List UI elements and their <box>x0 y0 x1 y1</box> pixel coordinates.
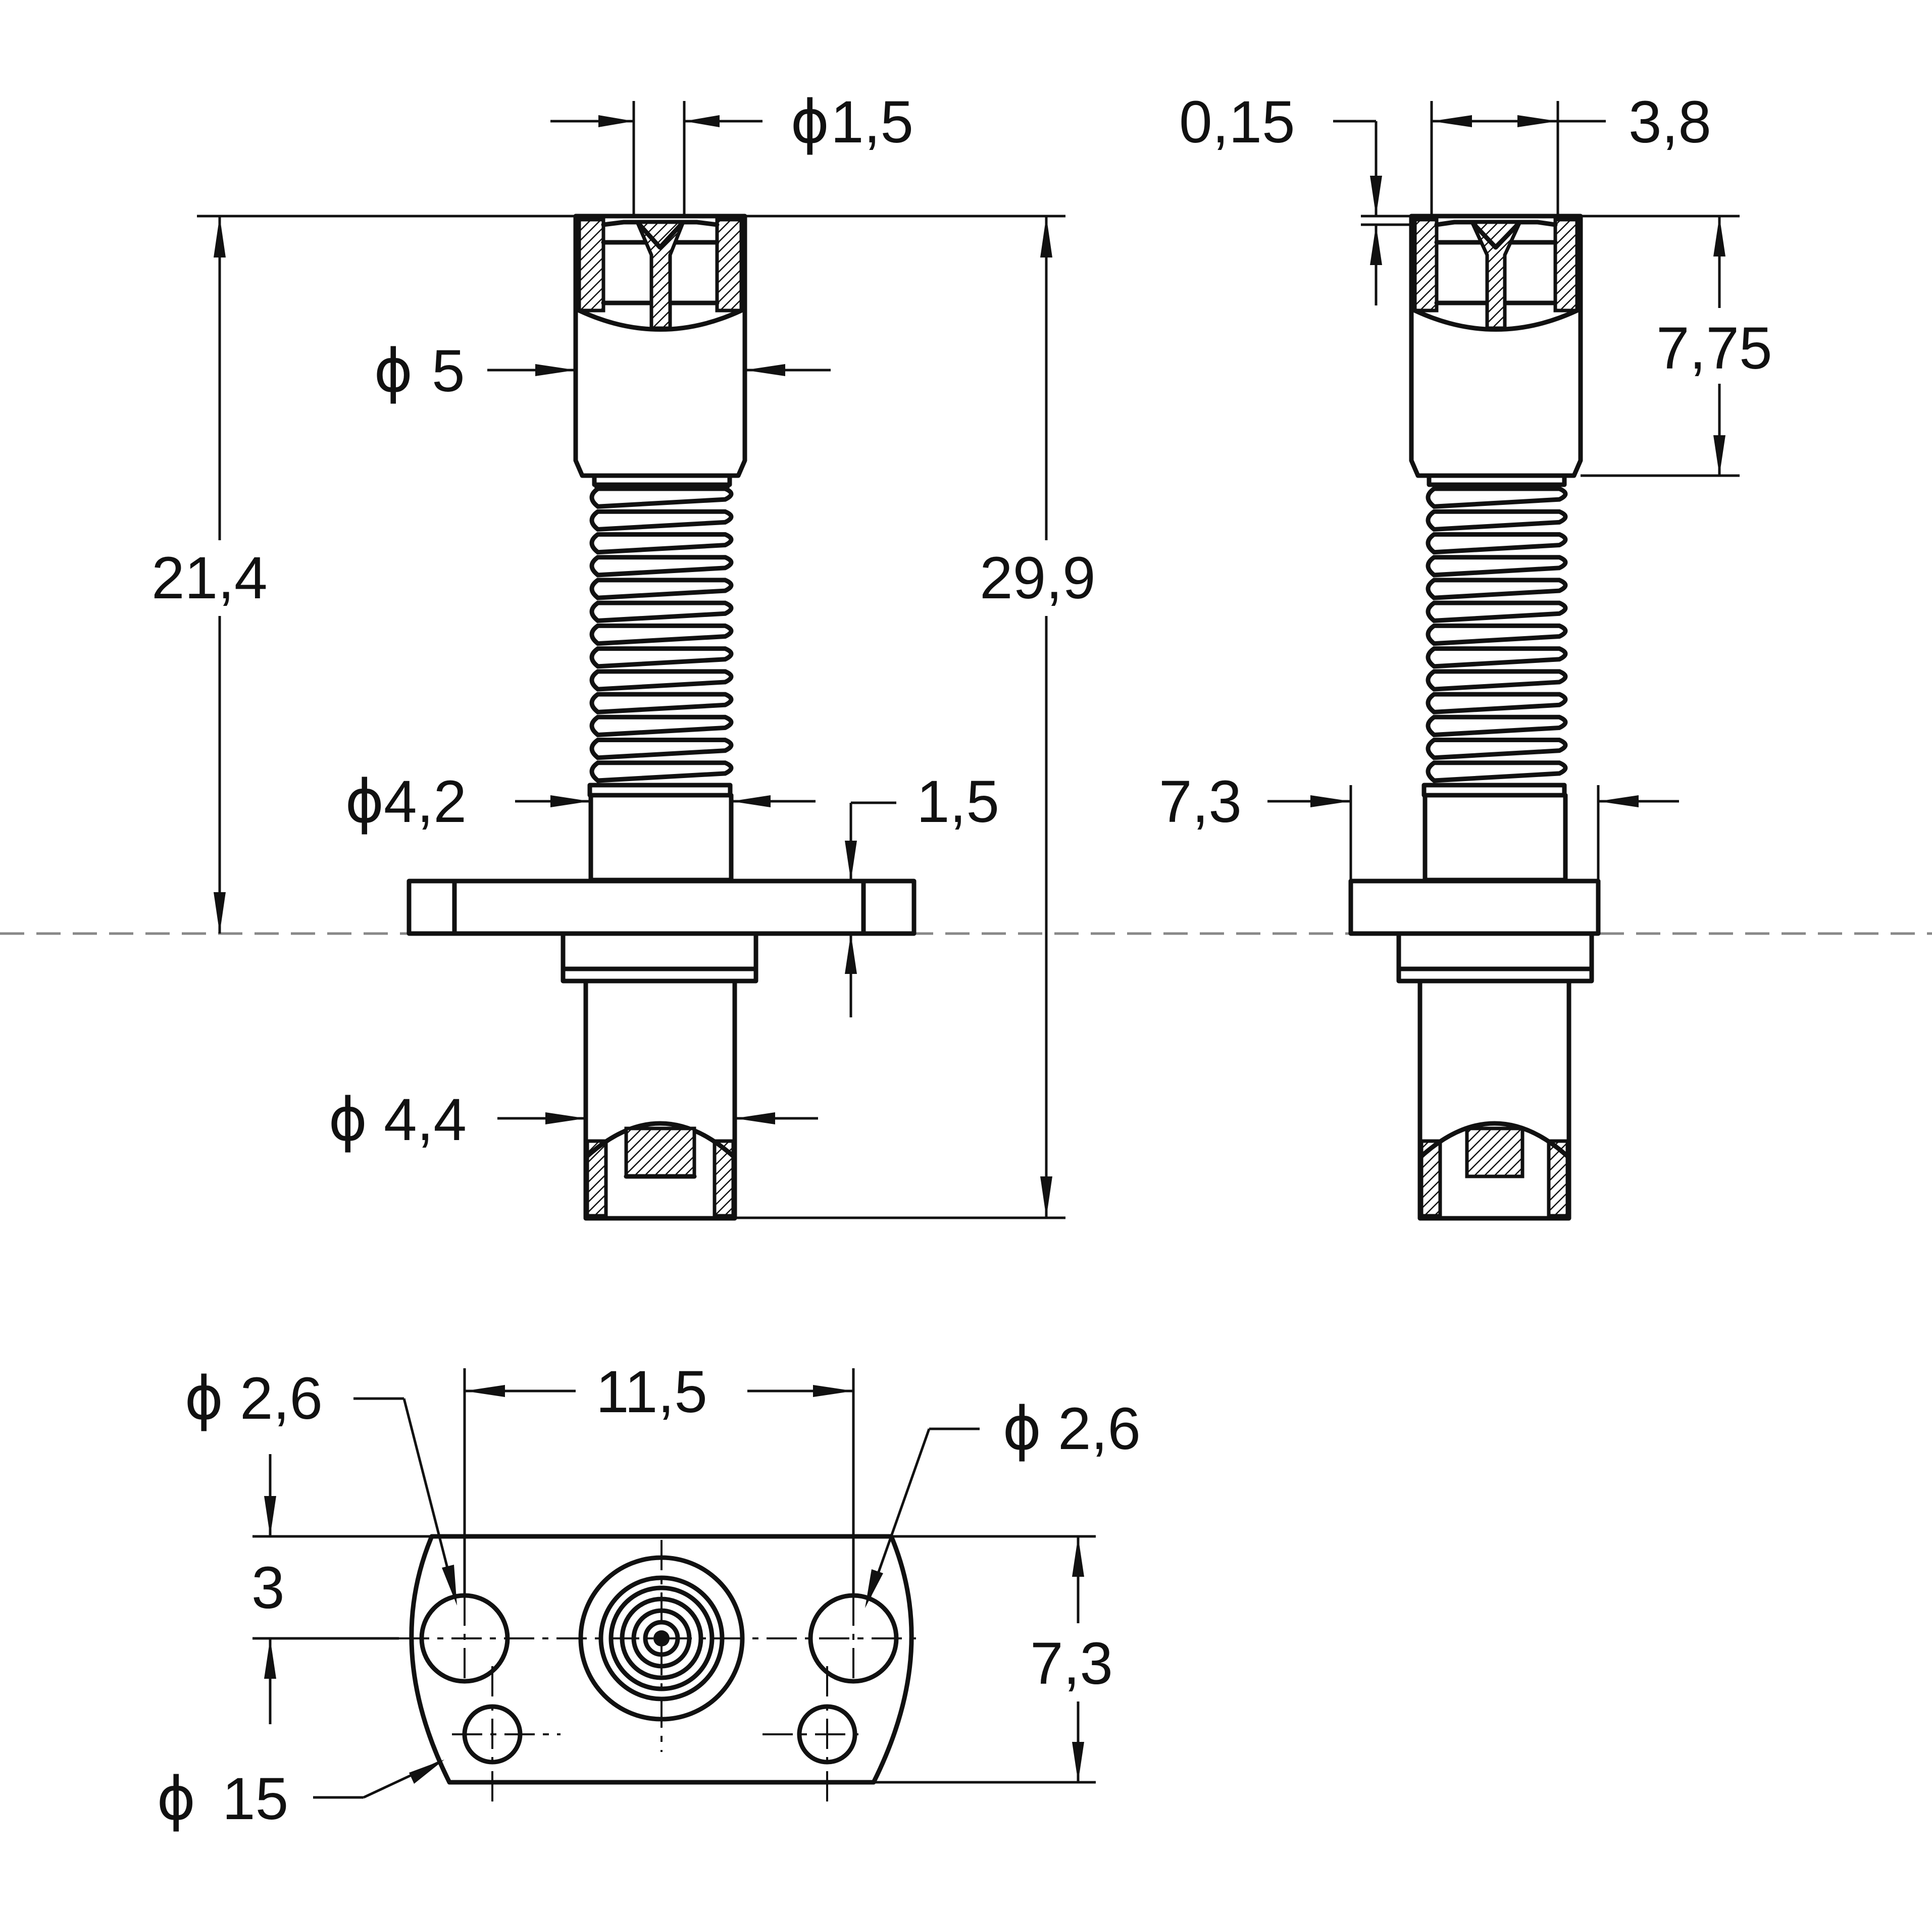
front-spring-coil <box>589 578 734 600</box>
front-spring-coil <box>589 623 734 646</box>
front-plunger-tip <box>634 220 686 330</box>
front-spring-coil <box>589 669 734 692</box>
dim-total-length: 29,9 <box>980 545 1096 611</box>
side-spring-coil <box>1426 555 1568 578</box>
front-view <box>406 214 917 1221</box>
front-flange <box>406 879 917 936</box>
dim-height-to-flange: 21,4 <box>151 545 268 611</box>
side-spring <box>1427 473 1567 487</box>
front-head-wall-left <box>577 218 605 313</box>
pin-left <box>462 1704 523 1765</box>
dim-tip-diameter: 1,5 <box>831 89 913 156</box>
side-spring-coil <box>1426 600 1568 623</box>
front-neck-body <box>588 793 734 883</box>
front-barrel-wall-right <box>713 1139 735 1218</box>
front-spring-coil <box>589 646 734 669</box>
front-dimensions: ϕ 1,5 21,4 29,9 ϕ 5 ϕ 4,2 <box>146 87 1116 1219</box>
dim-hole-spacing: 11,5 <box>596 1359 707 1425</box>
side-contact <box>1465 1126 1524 1178</box>
pin-right <box>797 1704 857 1765</box>
dim-flange-width: 7,3 <box>1159 768 1242 835</box>
side-neck-body <box>1422 793 1568 883</box>
front-barrel-curve <box>585 1121 736 1159</box>
dim-hole-offset: 3 <box>251 1555 285 1621</box>
dim-plate-arc-symbol: ϕ <box>157 1764 196 1833</box>
side-barrel <box>1417 978 1571 1221</box>
dim-neck-diameter: 4,2 <box>384 768 467 835</box>
dim-hole-right-diameter: 2,6 <box>1058 1396 1141 1462</box>
dim-neck-diameter-symbol: ϕ <box>345 766 384 836</box>
front-spring-coil <box>589 600 734 623</box>
side-spring-coil <box>1426 578 1568 600</box>
side-head-wall-left <box>1413 218 1439 313</box>
dim-hole-left-diameter: 2,6 <box>240 1365 323 1432</box>
side-spring-coil <box>1426 486 1568 509</box>
dim-hole-left-symbol: ϕ <box>184 1363 224 1433</box>
dim-side-offset: 0,15 <box>1179 89 1295 156</box>
front-spring-coil <box>589 714 734 738</box>
dim-head-diameter: 5 <box>432 338 465 404</box>
front-spring-coil <box>589 760 734 783</box>
center-dot <box>653 1630 670 1646</box>
dim-hole-right-symbol: ϕ <box>1002 1394 1042 1463</box>
dim-tip-diameter-symbol: ϕ <box>790 87 830 157</box>
side-spring-coil <box>1426 692 1568 714</box>
side-plunger-tip <box>1469 220 1523 330</box>
dim-barrel-diameter: 4,4 <box>384 1087 467 1153</box>
side-dimensions: 0,15 3,8 7,75 7,3 <box>1159 89 1793 881</box>
front-spring <box>592 473 732 488</box>
side-flange <box>1348 879 1601 936</box>
front-collar <box>561 931 758 971</box>
dim-barrel-diameter-symbol: ϕ <box>328 1085 368 1154</box>
dim-head-length: 7,75 <box>1656 315 1772 382</box>
bottom-view <box>399 1534 924 1805</box>
dim-plate-height: 7,3 <box>1030 1630 1113 1697</box>
front-contact <box>624 1126 696 1178</box>
front-spring-coil <box>589 486 734 509</box>
side-spring-coil <box>1426 623 1568 646</box>
side-spring-coil <box>1426 509 1568 532</box>
side-spring-coil <box>1426 760 1568 783</box>
front-barrel <box>583 978 737 1221</box>
front-head-wall-right <box>715 218 743 313</box>
side-spring-coil <box>1426 646 1568 669</box>
front-spring-coil <box>589 738 734 760</box>
dim-flange-thickness: 1,5 <box>917 768 999 835</box>
side-view <box>1348 214 1601 1221</box>
front-spring-coil <box>589 532 734 555</box>
side-spring-coil <box>1426 714 1568 738</box>
side-head-wall-right <box>1553 218 1579 313</box>
front-plunger-tip-cone <box>635 220 686 250</box>
bottom-dimensions: ϕ 2,6 11,5 ϕ 2,6 3 7,3 <box>157 1359 1141 1833</box>
dim-side-head-width: 3,8 <box>1629 89 1711 156</box>
dim-head-diameter-symbol: ϕ <box>374 336 413 405</box>
side-spring-coil <box>1426 738 1568 760</box>
front-barrel-wall-left <box>585 1139 608 1218</box>
dim-plate-arc-diameter: 15 <box>222 1766 288 1832</box>
front-spring-coil <box>589 555 734 578</box>
front-spring-coil <box>589 509 734 532</box>
center-ring-outer <box>578 1555 745 1722</box>
front-spring-coil <box>589 692 734 714</box>
side-collar <box>1396 931 1594 971</box>
side-spring-coil <box>1426 669 1568 692</box>
side-spring-coil <box>1426 532 1568 555</box>
